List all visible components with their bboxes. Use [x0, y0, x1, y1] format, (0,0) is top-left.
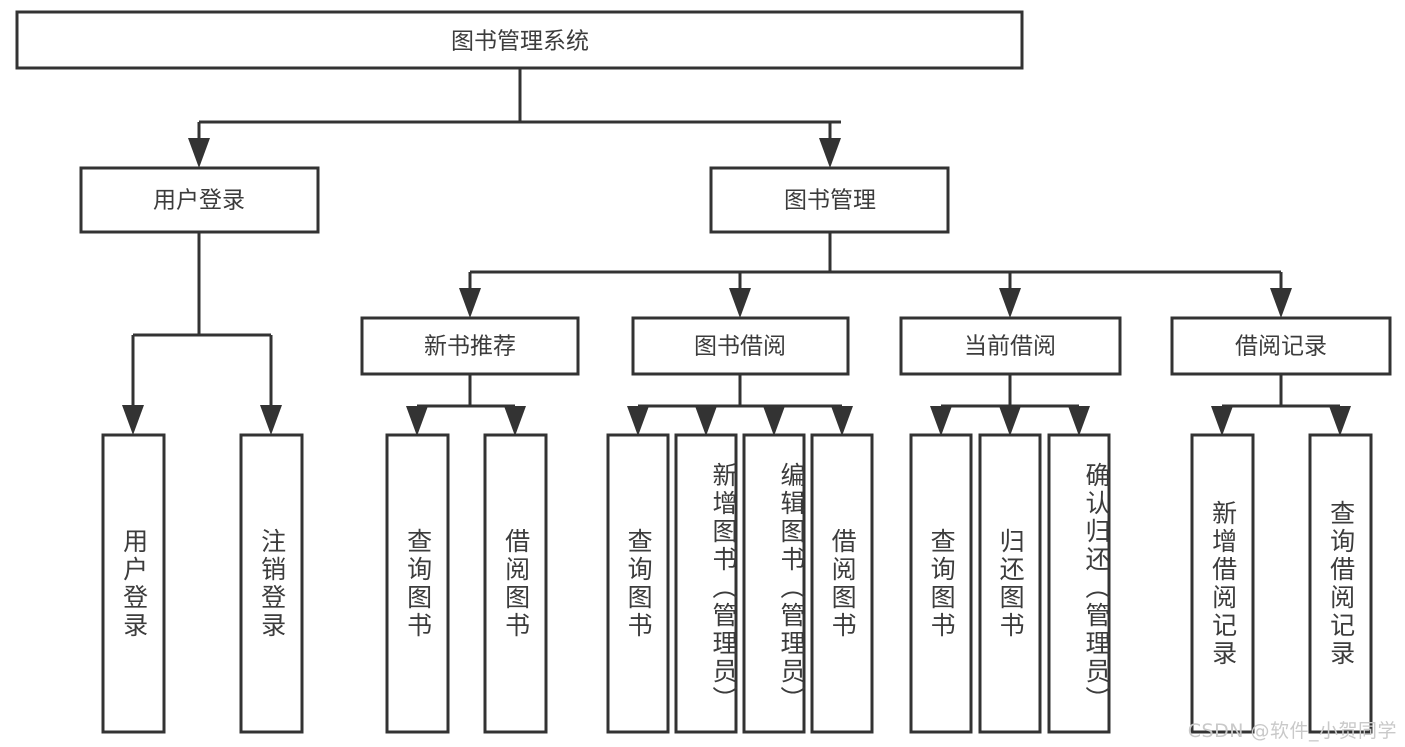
leaf-box[interactable]	[810, 433, 874, 734]
node-user-login[interactable]: 用户登录	[79, 166, 320, 234]
connector-current-borrow-to-leaves	[930, 374, 1090, 436]
node-root-label: 图书管理系统	[451, 29, 589, 55]
node-book-borrow[interactable]: 图书借阅	[631, 316, 850, 376]
leaf-box[interactable]	[606, 433, 670, 734]
arrow-to-current-borrow	[999, 288, 1021, 318]
arrow-to-leaf	[1068, 406, 1090, 436]
node-root[interactable]: 图书管理系统	[15, 10, 1024, 70]
leaf-box[interactable]	[1190, 433, 1255, 734]
arrow-to-leaf	[831, 406, 853, 436]
connector-book-borrow-to-leaves	[627, 374, 853, 436]
arrow-to-leaf	[1211, 406, 1233, 436]
node-current-borrow[interactable]: 当前借阅	[899, 316, 1122, 376]
node-book-manage-label: 图书管理	[784, 188, 876, 214]
node-current-borrow-label: 当前借阅	[964, 334, 1056, 360]
node-new-book-recommend-label: 新书推荐	[424, 334, 516, 360]
arrow-to-leaf	[627, 406, 649, 436]
leaf-box[interactable]	[385, 433, 450, 734]
node-book-manage[interactable]: 图书管理	[709, 166, 950, 234]
leaf-box[interactable]	[1047, 433, 1111, 734]
leaf-box[interactable]	[674, 433, 738, 734]
leaf-box[interactable]	[742, 433, 806, 734]
arrow-to-book-borrow	[729, 288, 751, 318]
node-new-book-recommend[interactable]: 新书推荐	[360, 316, 580, 376]
leaf-box[interactable]	[1308, 433, 1373, 734]
arrow-to-leaf	[1329, 406, 1351, 436]
leaf-box[interactable]	[909, 433, 973, 734]
arrow-to-leaf	[763, 406, 785, 436]
leaf-box[interactable]	[483, 433, 548, 734]
node-user-login-label: 用户登录	[153, 188, 245, 214]
arrow-to-leaf	[406, 406, 428, 436]
arrow-to-leaf	[930, 406, 952, 436]
leaf-box[interactable]	[978, 433, 1042, 734]
arrow-to-book-manage	[819, 138, 841, 168]
leaf-box[interactable]	[239, 433, 304, 734]
connector-root-to-level2	[188, 68, 841, 168]
arrow-to-leaf	[260, 405, 282, 435]
arrow-to-leaf	[504, 406, 526, 436]
leaf-box[interactable]	[101, 433, 166, 734]
connector-book-manage-to-level3	[459, 232, 1292, 318]
connector-user-login-to-leaves	[122, 232, 282, 435]
connector-new-book-to-leaves	[406, 374, 526, 436]
node-borrow-record-label: 借阅记录	[1235, 334, 1327, 360]
arrow-to-user-login	[188, 138, 210, 168]
connector-borrow-record-to-leaves	[1211, 374, 1351, 436]
arrow-to-leaf	[122, 405, 144, 435]
arrow-to-borrow-record	[1270, 288, 1292, 318]
arrow-to-leaf	[999, 406, 1021, 436]
node-book-borrow-label: 图书借阅	[694, 334, 786, 360]
arrow-to-new-book	[459, 288, 481, 318]
node-borrow-record[interactable]: 借阅记录	[1170, 316, 1392, 376]
watermark-text: CSDN @软件_小贺同学	[1187, 720, 1397, 742]
arrow-to-leaf	[695, 406, 717, 436]
